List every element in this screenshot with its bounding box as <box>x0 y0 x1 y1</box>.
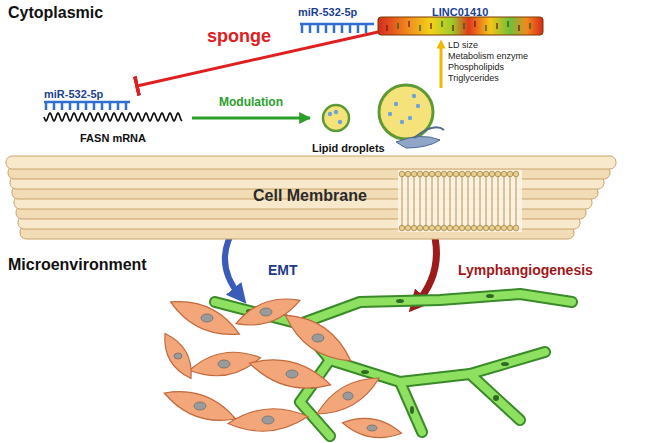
mrna-molecule: FASN mRNA <box>40 110 190 146</box>
region-title: Microenvironment <box>8 256 147 274</box>
lncrna-bar <box>378 17 543 35</box>
node-text: miR-532-5p <box>298 6 357 19</box>
process-label: Lymphangiogenesis <box>458 262 593 278</box>
edge-label: Modulation <box>217 96 285 110</box>
cell-membrane-layers <box>6 156 616 239</box>
node-text: Lipid droplets <box>312 142 385 155</box>
mrna-strand <box>44 113 182 121</box>
modulation-arrow <box>192 117 310 120</box>
region-title: Cytoplasmic <box>8 4 103 22</box>
property-item: LD size <box>448 40 478 50</box>
process-label: EMT <box>268 262 298 278</box>
cell-nuclei <box>174 308 377 431</box>
membrane-band: Cell Membrane <box>0 152 620 242</box>
property-arrow <box>440 44 443 88</box>
lipid-droplets: Lipid droplets <box>310 82 445 154</box>
edge-label: sponge <box>205 26 273 47</box>
node-text: FASN mRNA <box>80 132 146 145</box>
lncrna-molecule: LINC01410 <box>378 2 543 36</box>
phospholipid-channel <box>398 170 522 232</box>
property-item: Phospholipids <box>448 62 504 72</box>
mirna-molecule: miR-532-5p <box>40 84 132 112</box>
mirna-molecule: miR-532-5p <box>296 2 376 36</box>
lymphatic-vessels <box>215 294 572 436</box>
lipid-droplet <box>323 85 444 148</box>
node-text: LINC01410 <box>432 6 488 19</box>
mirna-comb <box>300 24 374 33</box>
property-item: Metabolism enzyme <box>448 51 528 61</box>
node-text: Cell Membrane <box>253 187 367 205</box>
property-item: Triglycerides <box>448 73 499 83</box>
mirna-comb <box>44 102 130 110</box>
emt-cells <box>157 291 403 442</box>
node-text: miR-532-5p <box>44 88 103 101</box>
